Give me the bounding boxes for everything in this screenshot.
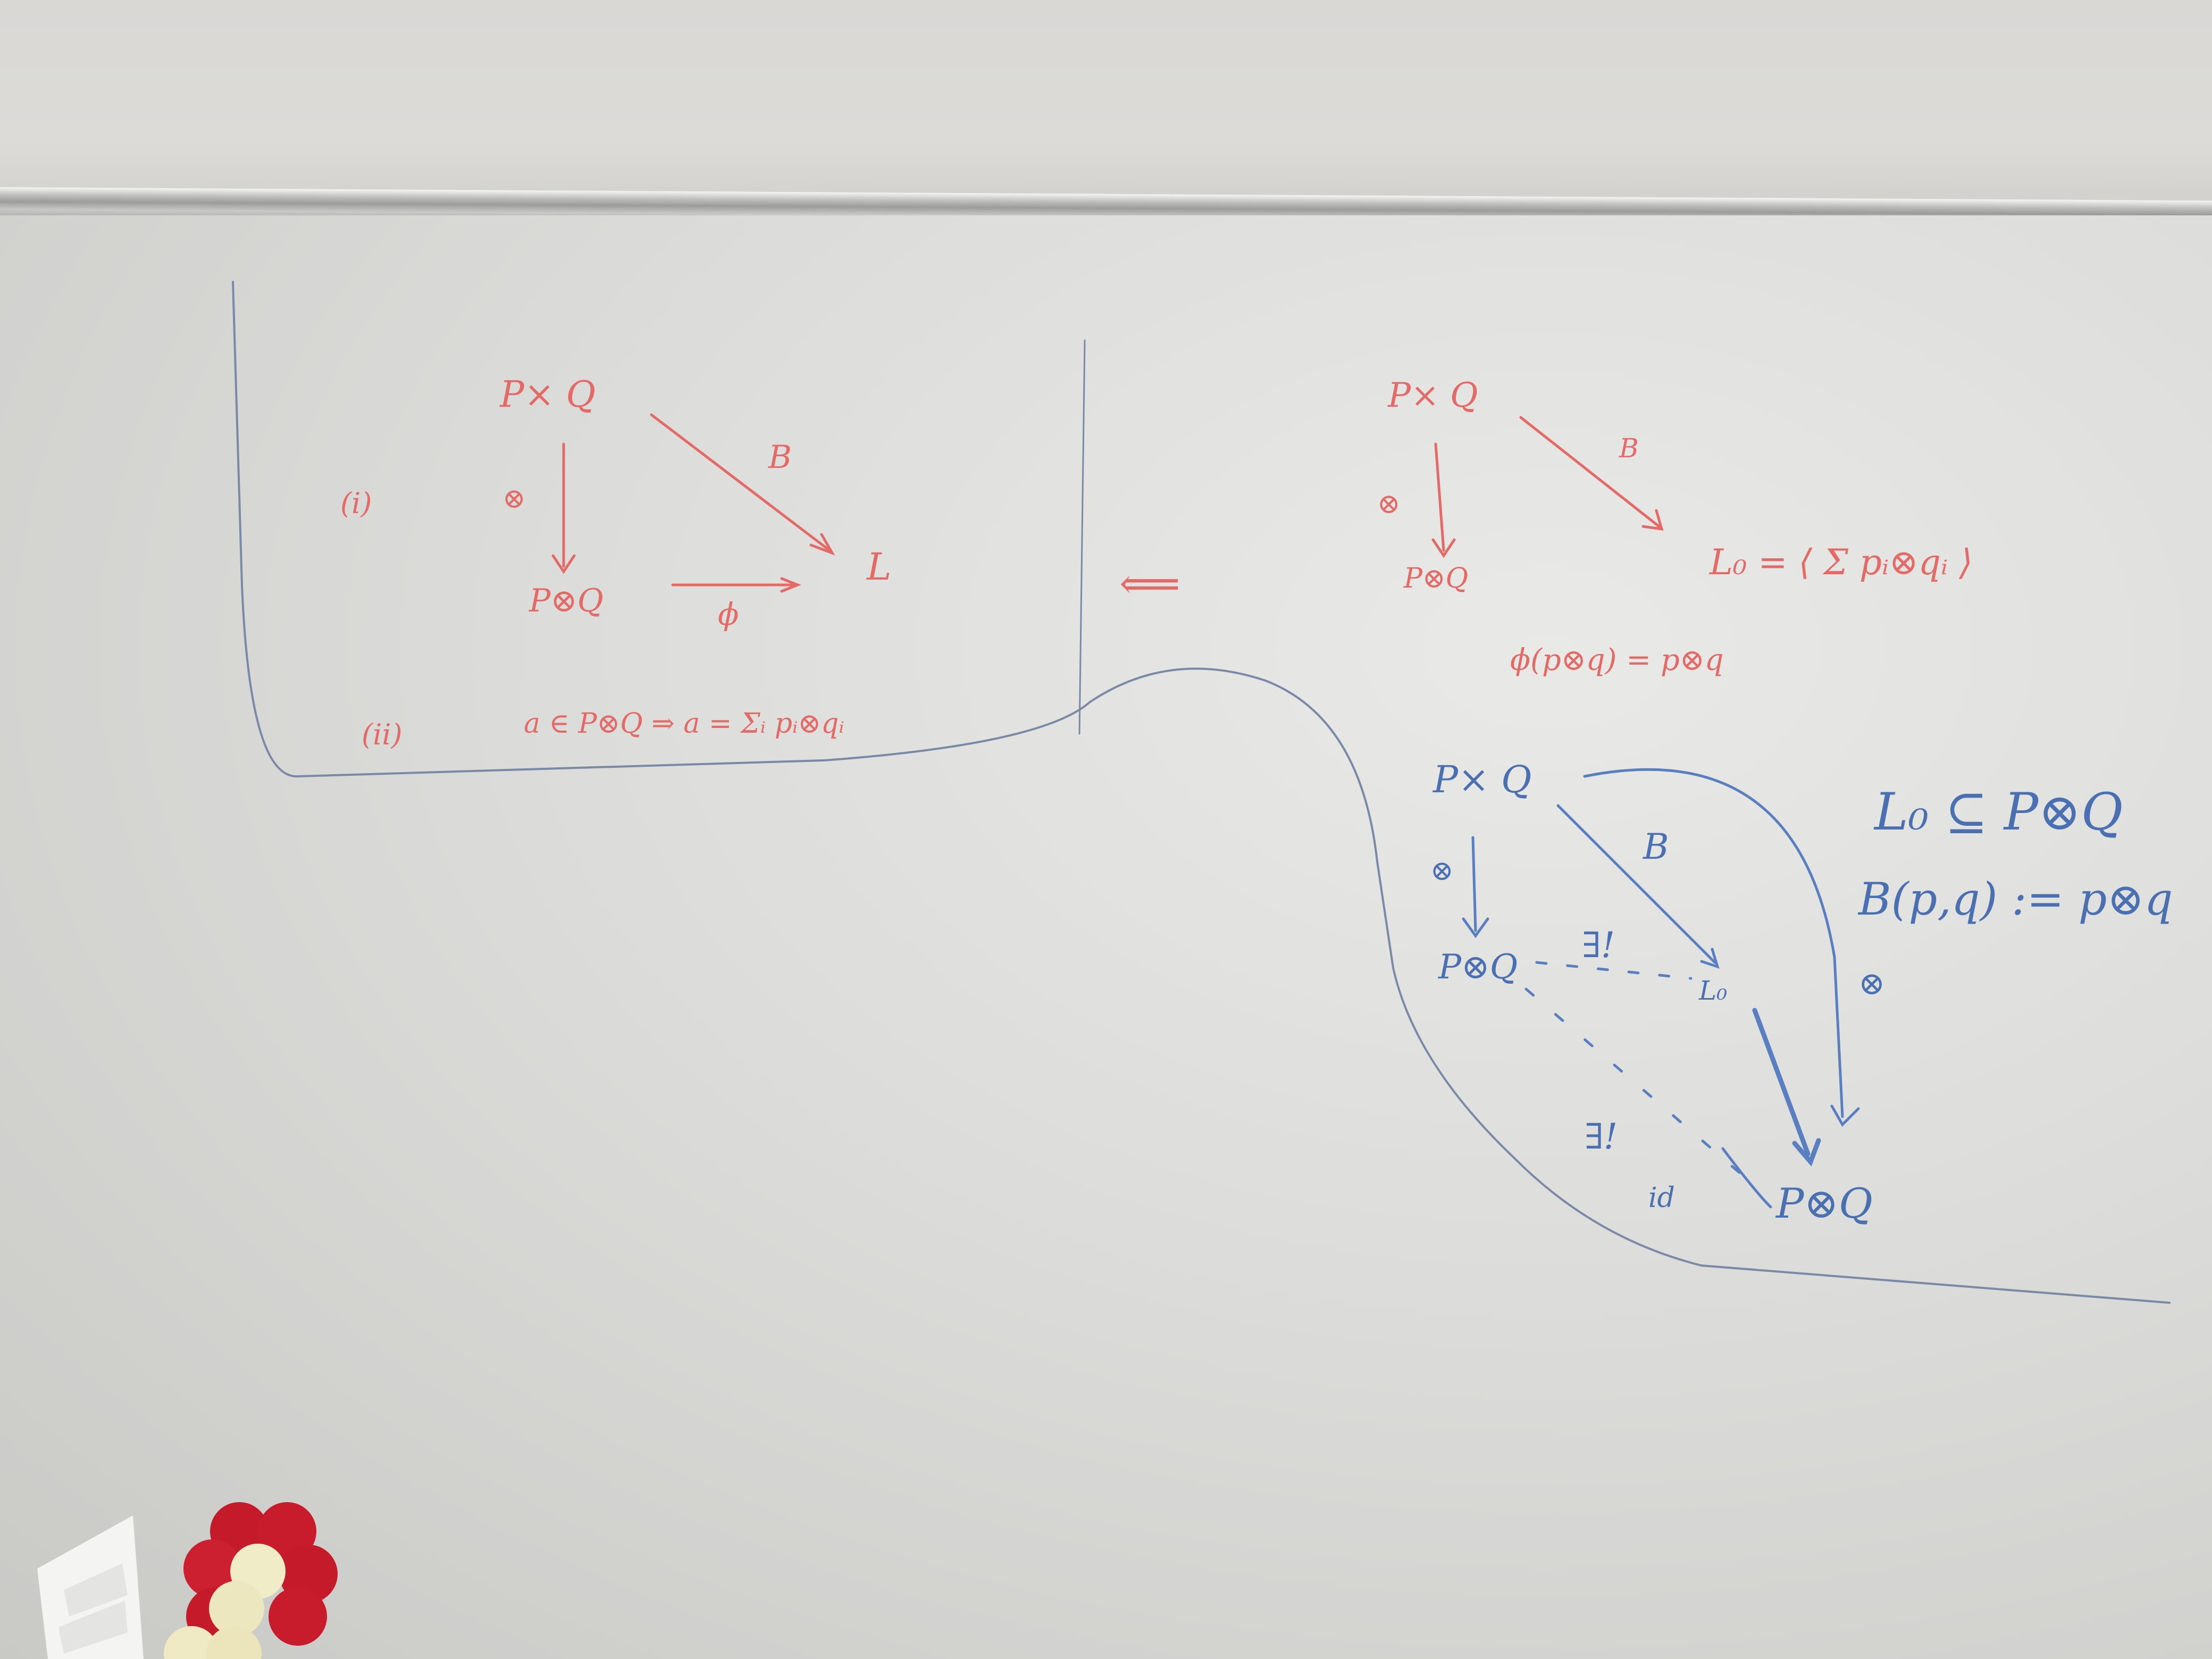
exists-unique-1: ∃! bbox=[1582, 925, 1615, 966]
right-diagram: P× Q ⊗ B P⊗Q bbox=[1377, 376, 1664, 594]
part-i-label: (i) bbox=[340, 487, 372, 520]
right-bottom-node: P⊗Q bbox=[1403, 563, 1468, 594]
divider-line bbox=[1078, 339, 1086, 735]
l0-definition: L₀ = ⟨ Σ pᵢ⊗qᵢ ⟩ bbox=[1709, 542, 1973, 583]
left-tensor-label: ⊗ bbox=[502, 483, 526, 515]
white-magnet-fold-2 bbox=[58, 1601, 128, 1654]
blue-top-node: P× Q bbox=[1432, 758, 1531, 801]
left-phi-label: ϕ bbox=[718, 596, 739, 632]
subset-statement: L₀ ⊆ P⊗Q bbox=[1873, 782, 2123, 842]
left-beta-label: B bbox=[768, 439, 792, 476]
left-phi-arrow bbox=[671, 577, 801, 593]
id-label: id bbox=[1648, 1182, 1675, 1214]
blue-outer-arrow bbox=[1583, 768, 1860, 1127]
right-beta-label: B bbox=[1619, 433, 1639, 464]
wall bbox=[0, 0, 2212, 202]
cream-magnet bbox=[164, 1626, 219, 1659]
id-arrow bbox=[1721, 1147, 1772, 1209]
statement-ii: a ∈ P⊗Q ⇒ a = Σᵢ pᵢ⊗qᵢ bbox=[524, 708, 844, 740]
left-bottom-node: P⊗Q bbox=[529, 582, 604, 619]
whiteboard bbox=[0, 215, 2212, 1659]
white-magnet-fold bbox=[64, 1563, 128, 1616]
cream-magnet bbox=[209, 1581, 264, 1636]
blue-dashed-arrow-1 bbox=[1535, 961, 1692, 980]
blue-l0-node: L₀ bbox=[1698, 975, 1727, 1006]
part-ii-label: (ii) bbox=[362, 718, 403, 751]
blue-beta-label: B bbox=[1643, 826, 1669, 867]
left-L-node: L bbox=[866, 545, 891, 589]
blue-bottom-node: P⊗Q bbox=[1775, 1180, 1873, 1228]
boundary-outline bbox=[232, 281, 2171, 1304]
blue-outer-label: ⊗ bbox=[1858, 965, 1885, 1002]
right-beta-arrow bbox=[1519, 416, 1664, 531]
left-down-arrow bbox=[551, 442, 576, 574]
left-beta-arrow bbox=[650, 413, 835, 556]
cream-magnet bbox=[206, 1626, 262, 1659]
red-magnet bbox=[269, 1587, 327, 1646]
right-top-node: P× Q bbox=[1387, 376, 1478, 415]
blue-inclusion-arrow bbox=[1752, 1008, 1821, 1167]
left-top-node: P× Q bbox=[499, 374, 596, 416]
implies-symbol: ⟸ bbox=[1119, 559, 1180, 608]
blue-tensor-label: ⊗ bbox=[1430, 855, 1454, 887]
blue-beta-arrow bbox=[1556, 804, 1720, 969]
blue-diagram: P× Q ⊗ B P⊗Q ∃! L₀ ∃! ⊗ id P⊗Q bbox=[1430, 758, 1885, 1228]
blue-left-node: P⊗Q bbox=[1438, 948, 1518, 987]
exists-unique-2: ∃! bbox=[1585, 1116, 1618, 1157]
beta-definition: B(p,q) := p⊗q bbox=[1857, 873, 2173, 925]
right-tensor-label: ⊗ bbox=[1377, 488, 1401, 520]
phi-definition: ϕ(p⊗q) = p⊗q bbox=[1510, 643, 1724, 677]
blue-down-arrow bbox=[1462, 836, 1489, 939]
right-down-arrow bbox=[1431, 442, 1456, 558]
left-diagram: P× Q ⊗ B P⊗Q ϕ L bbox=[499, 374, 891, 632]
